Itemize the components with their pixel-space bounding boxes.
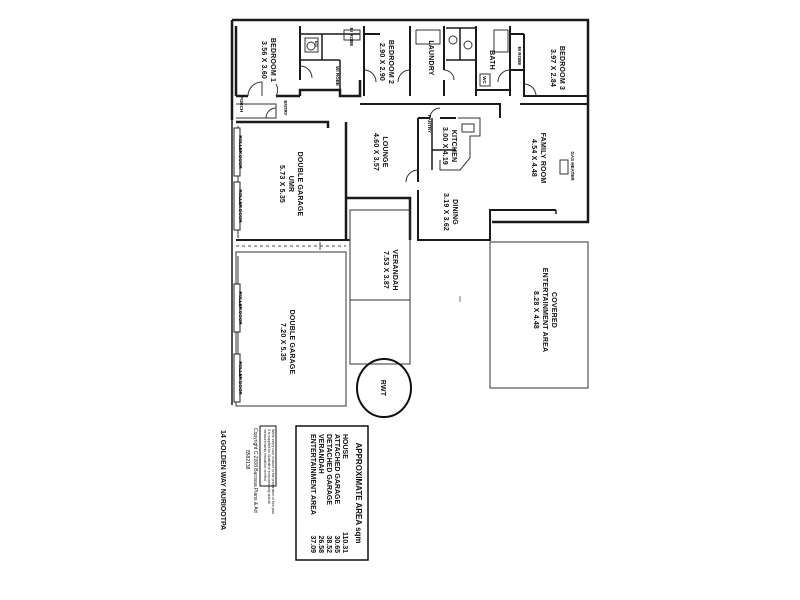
garage2-size: 7.20 X 5.35 xyxy=(279,323,286,361)
roller-door-label-2: ROLLER DOOR xyxy=(238,189,243,223)
entertainment-size: 8.28 X 4.48 xyxy=(532,291,539,329)
bi-robe-label-1: BI ROBE xyxy=(349,28,354,47)
garage2-name: DOUBLE GARAGE xyxy=(288,310,295,375)
area-row-house-value: 110.31 xyxy=(341,532,348,553)
area-table: APPROXIMATE AREA sqm HOUSE 110.31 ATTACH… xyxy=(295,425,369,561)
area-table-title: APPROXIMATE AREA sqm xyxy=(354,442,363,543)
disclaimer-line-2: it is supplied for illustrative purposes… xyxy=(267,429,271,504)
wi-robe-label: WI ROBE xyxy=(335,66,340,86)
bi-robe-label-2: BI ROBE xyxy=(517,47,522,66)
fence-line xyxy=(236,242,346,250)
entertainment-name2: ENTERTAINMENT AREA xyxy=(541,268,548,353)
copyright-text: Copyright C 2008 Barossa Plans & Art xyxy=(252,428,258,513)
verandah-outline xyxy=(349,209,411,365)
area-row-entertainment-value: 37.09 xyxy=(309,535,316,553)
kitchen-size: 3.00 X 4.19 xyxy=(441,127,448,165)
lounge-name: LOUNGE xyxy=(381,136,388,167)
es-label: ES xyxy=(314,41,319,47)
area-row-attached-label: ATTACHED GARAGE xyxy=(333,434,340,504)
entertainment-outline xyxy=(489,241,589,389)
bedroom1-size: 3.56 X 3.60 xyxy=(260,41,267,79)
roller-doors xyxy=(233,127,241,403)
gas-heater-label: GAS HEATER xyxy=(570,151,575,181)
bedroom2-size: 2.90 X 2.90 xyxy=(378,43,385,81)
rwt-label: RWT xyxy=(379,380,386,397)
copyright-block: Copyright C 2008 Barossa Plans & Art 858… xyxy=(244,428,258,513)
bath-name: BATH xyxy=(488,50,495,70)
bedroom3-name: BEDROOM 3 xyxy=(558,46,565,90)
bedroom1-name: BEDROOM 1 xyxy=(269,38,276,82)
roller-door-label-4: ROLLER DOOR xyxy=(238,361,243,395)
area-row-attached-value: 30.65 xyxy=(333,535,340,553)
porch-label: PORCH xyxy=(239,96,244,112)
area-row-detached-value: 38.52 xyxy=(325,535,332,553)
entertainment-name: COVERED xyxy=(550,292,557,328)
roller-door-label-3: ROLLER DOOR xyxy=(238,291,243,325)
entry-label: ENTRY xyxy=(283,100,288,115)
area-row-entertainment-label: ENTERTAINMENT AREA xyxy=(309,434,316,515)
wc-label: WC xyxy=(482,76,487,84)
area-row-detached-label: DETACHED GARAGE xyxy=(325,434,332,505)
rainwater-tank xyxy=(356,358,412,418)
area-row-verandah-value: 26.58 xyxy=(317,535,324,553)
roller-door-label-1: ROLLER DOOR xyxy=(238,135,243,169)
laundry-name: LAUNDRY xyxy=(427,40,434,75)
lounge-size: 4.60 X 3.57 xyxy=(372,133,379,171)
verandah-name: VERANDAH xyxy=(391,249,398,290)
internal-walls xyxy=(299,26,588,214)
garage-umr-name: DOUBLE GARAGE xyxy=(296,152,303,217)
reference-number: 8582138 xyxy=(244,450,250,470)
family-room-size: 4.54 X 4.48 xyxy=(530,139,537,177)
verandah-size: 7.53 X 3.87 xyxy=(382,251,389,289)
property-address: 14 GOLDEN WAY NURIOOTPA xyxy=(219,430,226,530)
area-row-house-label: HOUSE xyxy=(341,434,348,459)
dining-name: DINING xyxy=(451,199,458,225)
disclaimer-line-1: While every care is taken in the prepara… xyxy=(271,429,275,514)
garage-umr-size: 5.73 X 5.35 xyxy=(278,165,285,203)
area-row-verandah-label: VERANDAH xyxy=(317,434,324,474)
dining-size: 3.19 X 3.62 xyxy=(442,193,449,231)
family-room-name: FAMILY ROOM xyxy=(539,133,546,184)
door-swings xyxy=(247,65,537,183)
kitchen-name: KITCHEN xyxy=(450,130,457,163)
bedroom2-name: BEDROOM 2 xyxy=(387,40,394,84)
pantry-label: PANTRY xyxy=(427,115,432,133)
bedroom3-size: 3.97 X 2.84 xyxy=(549,49,556,87)
room-labels: BEDROOM 1 3.56 X 3.60 BEDROOM 2 2.90 X 2… xyxy=(260,38,565,397)
garage-umr-sub: UMR xyxy=(287,176,294,193)
small-labels: ES WI ROBE BI ROBE BI ROBE ENTRY PORCH P… xyxy=(238,28,575,396)
disclaimer-box: While every care is taken in the prepara… xyxy=(259,425,277,514)
disclaimer-line-3: measurements should be verified xyxy=(263,429,267,481)
